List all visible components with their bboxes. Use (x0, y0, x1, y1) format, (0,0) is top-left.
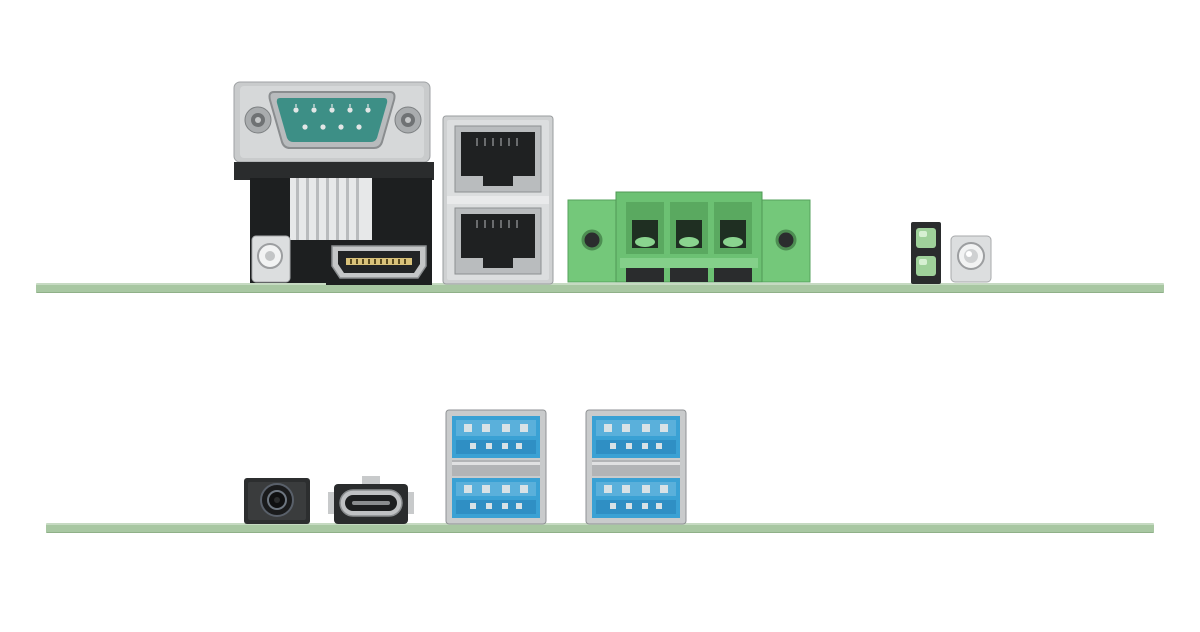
db9-serial-port (232, 80, 434, 285)
led-indicator (911, 222, 941, 284)
standoff-left (244, 234, 296, 284)
dual-rj45-ethernet (442, 115, 554, 285)
usb-c-port (328, 476, 414, 524)
dual-usb-a-port (445, 409, 547, 525)
3-pin-terminal-block (567, 191, 811, 284)
audio-jack (244, 478, 310, 524)
push-button (946, 234, 996, 284)
screw-icon (244, 106, 272, 134)
top-pcb-board (36, 283, 1164, 293)
hdmi-port (326, 240, 432, 285)
dual-usb-a-port (585, 409, 687, 525)
screw-icon (394, 106, 422, 134)
bottom-pcb-board (46, 523, 1154, 533)
